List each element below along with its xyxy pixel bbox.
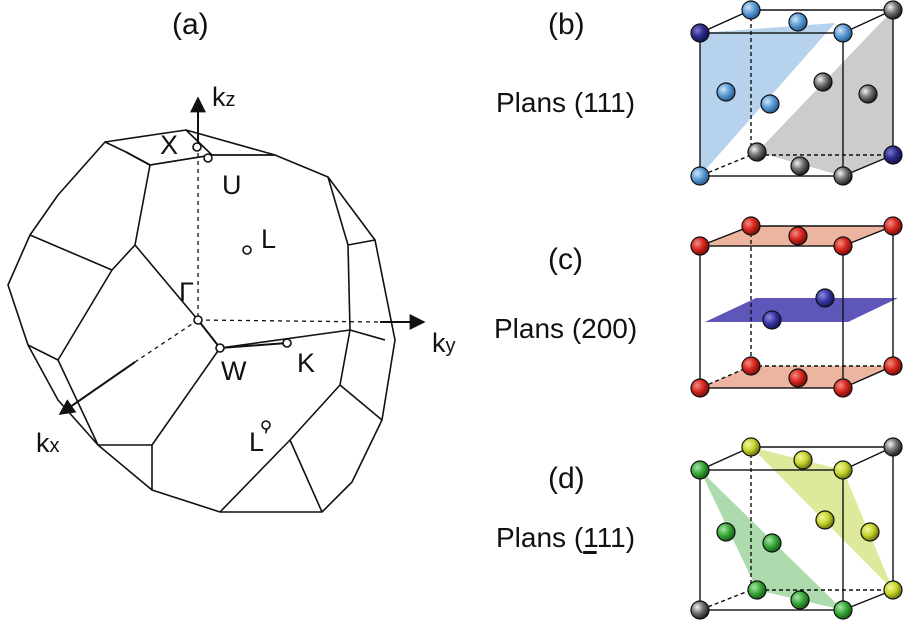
atom [690, 23, 710, 43]
atom [741, 437, 761, 457]
atom [741, 0, 761, 20]
plane-200-mid [705, 298, 898, 322]
bz-top-face [104, 129, 276, 166]
brillouin-zone [7, 129, 396, 513]
atom [788, 368, 808, 388]
atom [747, 580, 767, 600]
cube-c [690, 216, 903, 398]
atom [833, 23, 853, 43]
label-W: W [221, 356, 247, 386]
panel-label-c: (c) [548, 243, 583, 276]
label-K: K [297, 348, 316, 378]
atom [690, 600, 710, 620]
atom [833, 460, 853, 480]
point-W [215, 343, 225, 353]
atom [741, 356, 761, 376]
plane-label-prefix: Plans ( [496, 522, 584, 553]
label-kx: kx [36, 428, 60, 458]
atom [883, 356, 903, 376]
atom [833, 236, 853, 256]
atom [690, 378, 710, 398]
atom [833, 378, 853, 398]
label-L: L [261, 224, 277, 254]
atom [883, 580, 903, 600]
atom [762, 533, 782, 553]
plane-111-gray [757, 10, 893, 176]
point-L [242, 245, 252, 255]
bz-points [192, 142, 292, 430]
point-K [282, 338, 292, 348]
panel-label-a: (a) [172, 8, 209, 41]
bz-dashed-axes [134, 145, 381, 363]
point-X [192, 142, 202, 152]
atom [815, 288, 835, 308]
atom [790, 590, 810, 610]
atom [741, 216, 761, 236]
plane-label-bar111: Plans (111) [496, 522, 635, 554]
label-X: X [160, 130, 179, 160]
atom [883, 0, 903, 20]
panel-label-d: (d) [548, 462, 585, 495]
atom [747, 142, 767, 162]
point-Lprime [261, 420, 271, 430]
point-U [203, 153, 213, 163]
label-Lprime: L′ [249, 421, 270, 457]
atom [813, 72, 833, 92]
plane-label-111: Plans (111) [496, 87, 636, 118]
atom [716, 82, 736, 102]
cube-b [690, 0, 903, 186]
atom [716, 522, 736, 542]
atom [790, 156, 810, 176]
label-U: U [222, 170, 242, 200]
atom [860, 522, 880, 542]
point-Gamma [193, 315, 203, 325]
kx-arrow [58, 361, 136, 415]
atom [690, 166, 710, 186]
plane-label-suffix: 11) [596, 522, 636, 553]
atom [690, 236, 710, 256]
label-ky: ky [432, 328, 456, 358]
label-Gamma: Γ [179, 277, 194, 307]
atom [833, 600, 853, 620]
atom [833, 166, 853, 186]
atom [762, 310, 782, 330]
atom [815, 510, 835, 530]
atom [883, 437, 903, 457]
atom [858, 84, 878, 104]
atom [883, 145, 903, 165]
atom [690, 460, 710, 480]
panel-label-b: (b) [548, 8, 585, 41]
plane-label-200: Plans (200) [494, 313, 638, 344]
bz-axis-arrows [58, 96, 426, 415]
atom [793, 450, 813, 470]
atom [788, 12, 808, 32]
plane-label-bar-digit: 1 [583, 522, 597, 553]
atom [883, 216, 903, 236]
cube-d [690, 437, 903, 620]
bz-outline [7, 141, 396, 513]
label-kz: kz [212, 82, 236, 112]
atom [788, 226, 808, 246]
atom [760, 94, 780, 114]
